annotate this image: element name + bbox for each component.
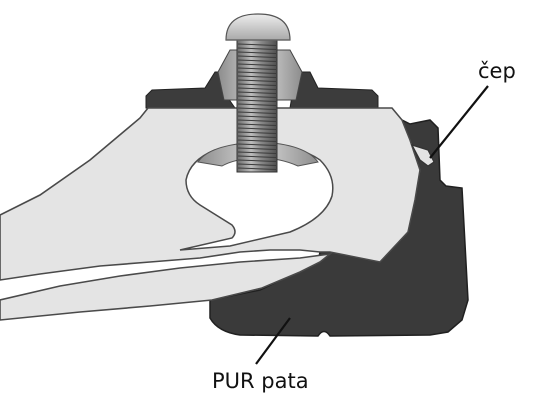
thread-line: [237, 167, 277, 170]
bolt-shaft: [236, 39, 278, 173]
thread-line: [237, 115, 277, 118]
thread-line: [237, 83, 277, 86]
lower-arm: [0, 252, 333, 321]
thread-line: [237, 55, 277, 58]
thread-line: [237, 139, 277, 142]
pur-label: PUR pata: [212, 369, 309, 393]
bolt-head: [225, 13, 291, 41]
thread-line: [237, 67, 277, 70]
thread-line: [237, 155, 277, 158]
thread-line: [237, 151, 277, 154]
thread-line: [237, 47, 277, 50]
thread-line: [237, 163, 277, 166]
thread-line: [237, 63, 277, 66]
thread-line: [237, 127, 277, 130]
pin-notch: [410, 143, 435, 167]
thread-line: [237, 79, 277, 82]
thread-line: [237, 51, 277, 54]
thread-line: [237, 135, 277, 138]
thread-line: [237, 59, 277, 62]
thread-line: [237, 123, 277, 126]
thread-line: [237, 143, 277, 146]
thread-line: [237, 75, 277, 78]
thread-line: [237, 43, 277, 46]
thread-line: [237, 107, 277, 110]
thread-line: [237, 111, 277, 114]
thread-line: [237, 103, 277, 106]
thread-line: [237, 87, 277, 90]
thread-line: [237, 131, 277, 134]
thread-line: [237, 99, 277, 102]
cep-label: čep: [478, 59, 516, 83]
pur-leader-line: [255, 317, 291, 365]
thread-line: [237, 71, 277, 74]
thread-line: [237, 91, 277, 94]
thread-line: [237, 147, 277, 150]
thread-line: [237, 95, 277, 98]
bolt-threads: [237, 43, 277, 170]
thread-line: [237, 119, 277, 122]
thread-line: [237, 159, 277, 162]
cep-leader-line: [429, 85, 489, 159]
